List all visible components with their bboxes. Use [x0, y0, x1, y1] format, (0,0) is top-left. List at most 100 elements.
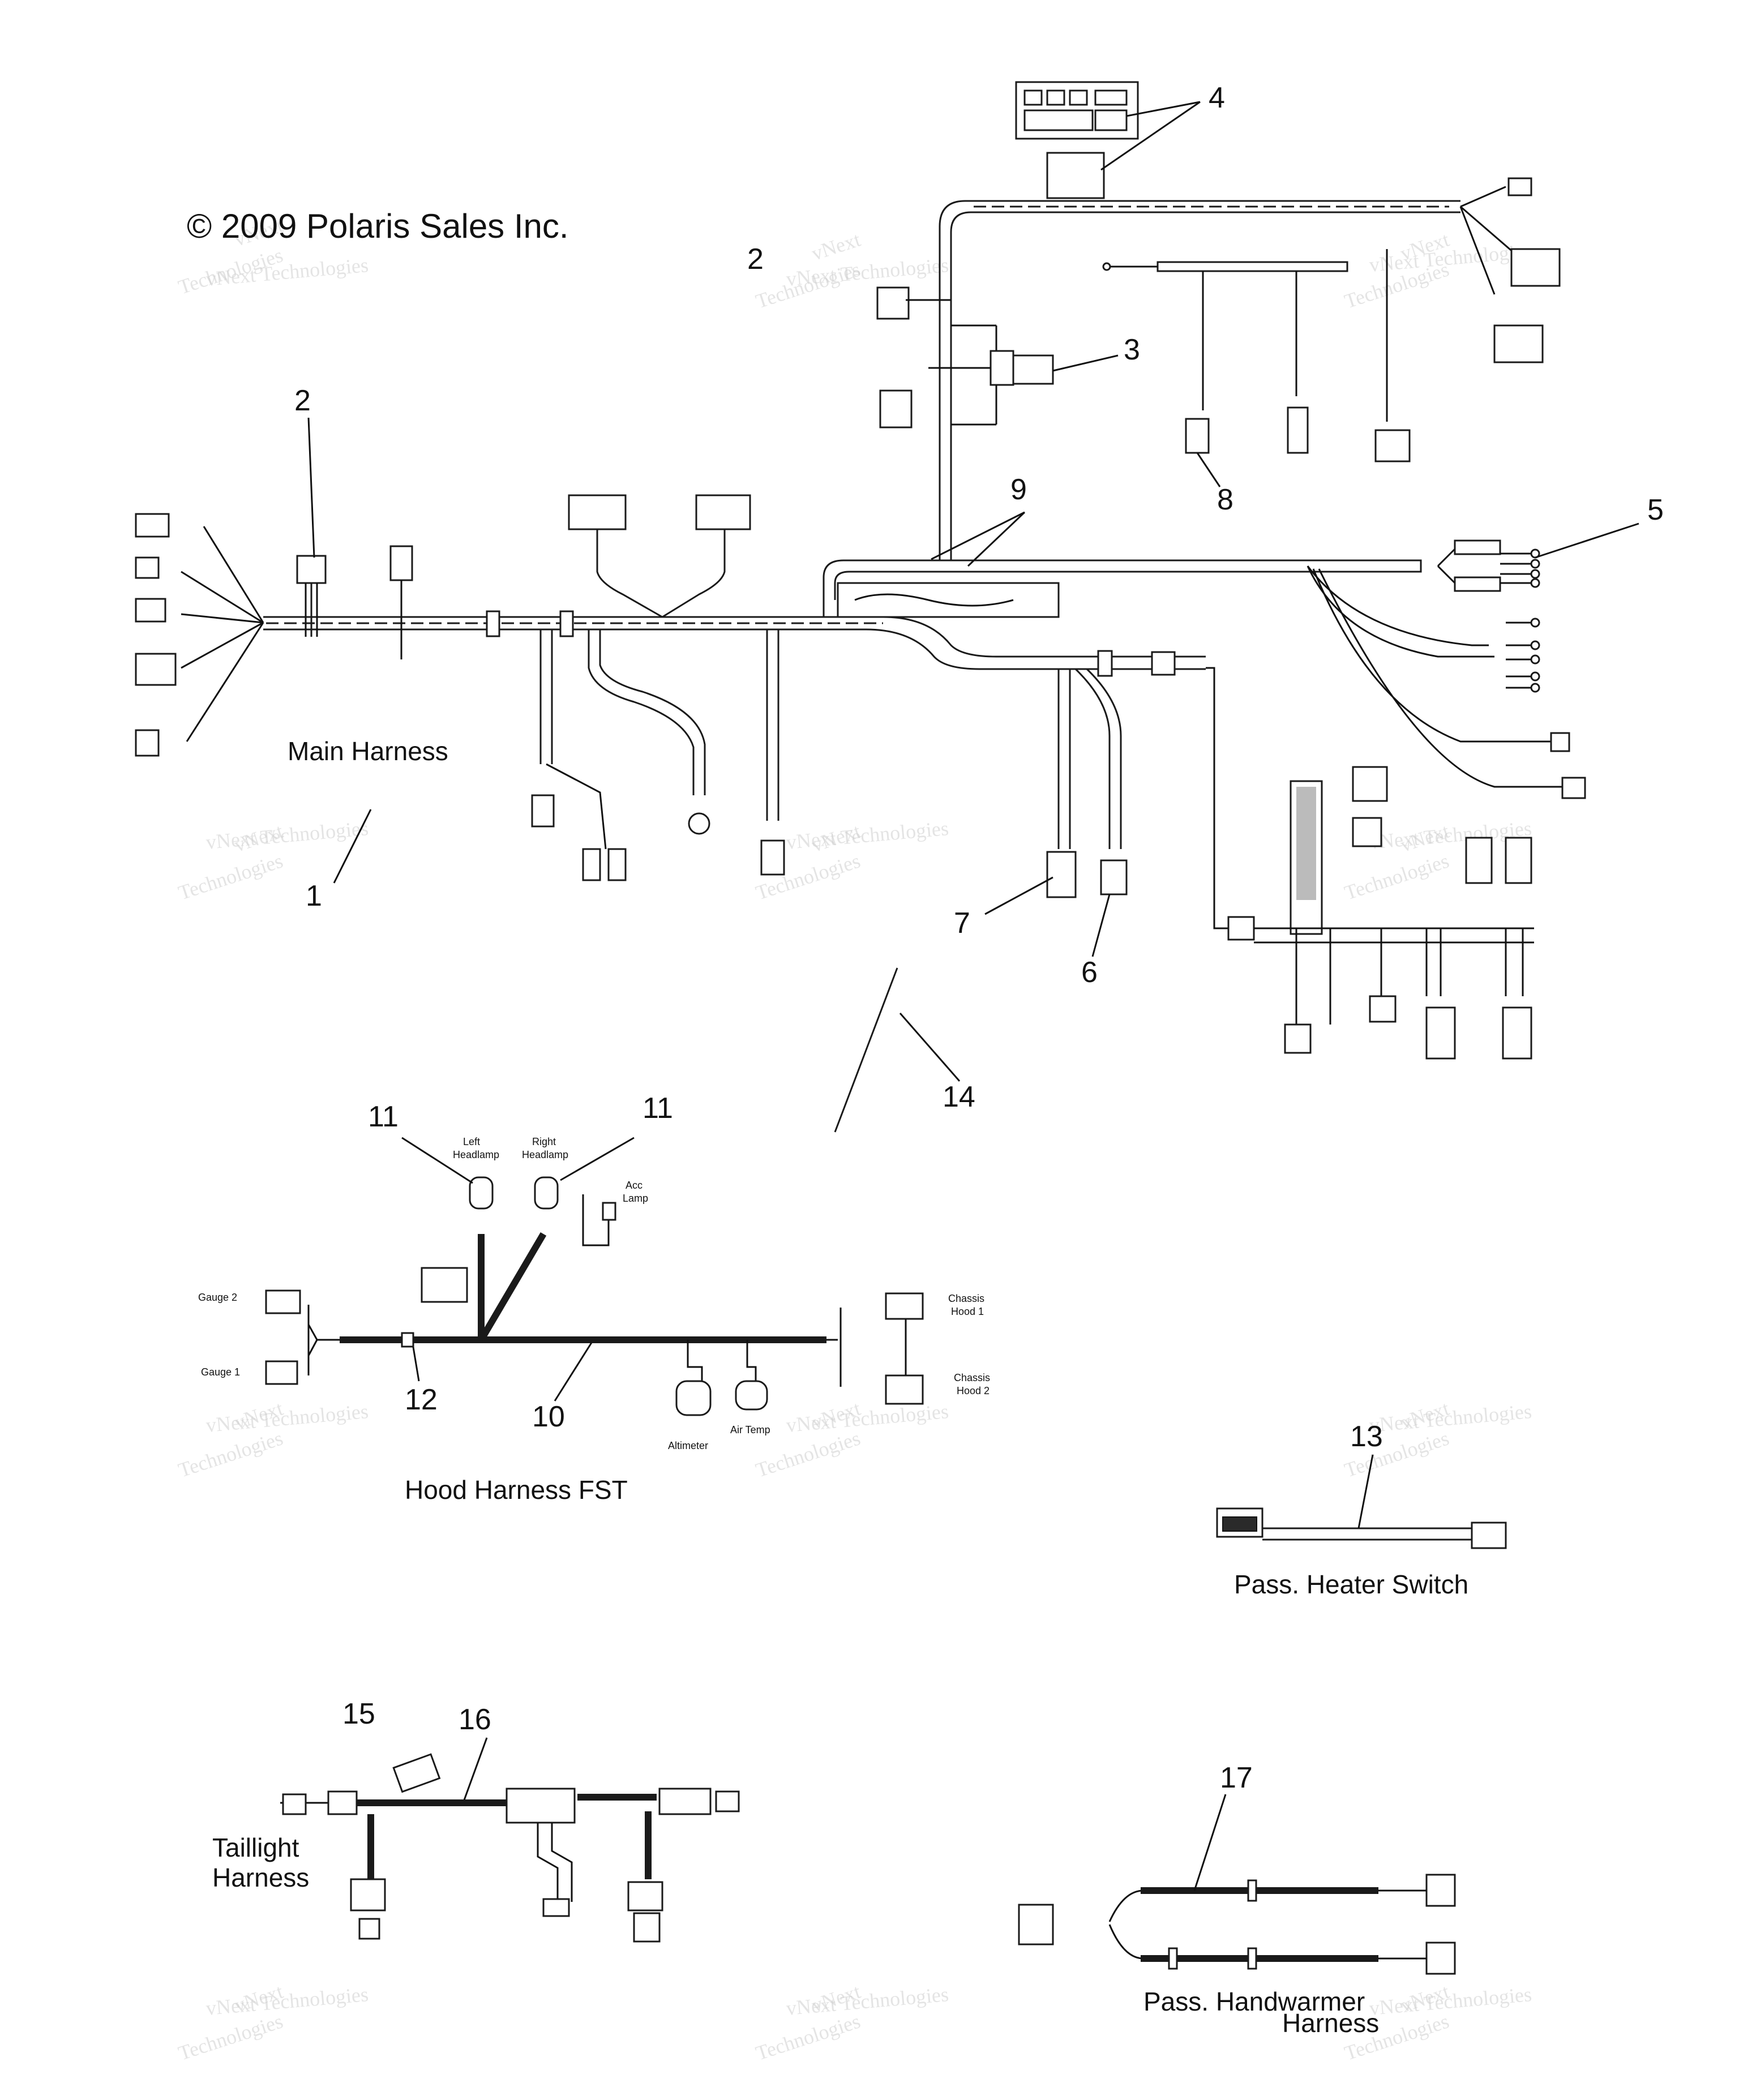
callout-number: 1	[306, 880, 322, 912]
hood-harness	[265, 1176, 924, 1416]
handwarmer-title: Pass. Handwarmer	[1143, 1987, 1365, 2016]
connector	[695, 494, 751, 530]
watermark: vNext Technologies	[785, 817, 949, 854]
connector	[358, 1918, 380, 1940]
connector	[1018, 1904, 1054, 1945]
handwarmer-title: Harness	[1282, 2008, 1379, 2038]
gauge-2-label: Gauge 2	[198, 1292, 237, 1303]
watermark: vNext Technologies	[785, 254, 949, 290]
handwarmer-connector	[1425, 1942, 1456, 1975]
watermark: vNext Technologies	[1368, 1400, 1532, 1437]
hood-harness-title: Hood Harness FST	[405, 1475, 628, 1505]
watermark: vNext Technologies	[785, 1983, 949, 2020]
callout-number: 8	[1217, 483, 1233, 516]
callout-number: 10	[532, 1400, 565, 1433]
callout-number: 7	[954, 907, 970, 940]
right-headlamp-label: Headlamp	[522, 1149, 568, 1160]
chassis-hood-2-label: Chassis	[954, 1372, 990, 1383]
acc-lamp-connector	[602, 1202, 616, 1221]
copyright-text: © 2009 Polaris Sales Inc.	[187, 207, 569, 245]
heater-switch-harness	[1216, 1507, 1507, 1549]
watermark: vNext Technologies	[205, 817, 369, 854]
connector	[1561, 777, 1586, 799]
taillight-title: Taillight	[212, 1833, 299, 1862]
acc-lamp-label: Lamp	[623, 1193, 648, 1204]
gauge-connector	[265, 1289, 301, 1314]
connector	[135, 653, 177, 686]
chassis-hood-1-connector	[885, 1292, 924, 1320]
altimeter-label: Altimeter	[668, 1440, 708, 1451]
right-headlamp-label: Right	[532, 1136, 556, 1147]
strap-14	[834, 967, 898, 1133]
altimeter-connector	[675, 1380, 712, 1416]
connector	[135, 513, 170, 538]
callout-number: 2	[747, 243, 764, 276]
callout-number: 3	[1124, 333, 1140, 366]
ring-terminals	[1500, 548, 1540, 588]
connector	[350, 1878, 386, 1912]
chassis-hood-1-label: Hood 1	[951, 1306, 984, 1317]
relay-panel	[1206, 667, 1534, 1060]
chassis-hood-2-label: Hood 2	[957, 1385, 990, 1396]
chassis-hood-1-label: Chassis	[948, 1293, 984, 1304]
relay	[421, 1267, 468, 1303]
connector	[1100, 859, 1128, 895]
taillight-title: Harness	[212, 1863, 309, 1892]
ring-terminals	[1506, 618, 1540, 693]
connector	[633, 1912, 661, 1943]
right-headlamp-connector	[534, 1176, 559, 1210]
watermark: Technologies	[175, 1426, 285, 1481]
bracket-15	[392, 1753, 441, 1793]
callout-number: 16	[459, 1703, 491, 1736]
callout-number: 5	[1647, 494, 1664, 526]
main-harness	[135, 81, 1586, 1060]
connector	[715, 1790, 740, 1812]
connector	[531, 794, 555, 828]
connector	[1510, 248, 1561, 287]
component-3	[1012, 354, 1054, 385]
ground-terminal	[688, 812, 710, 835]
relay	[876, 286, 910, 320]
callout-number: 2	[294, 384, 311, 417]
connector	[568, 494, 627, 530]
handwarmer-harness	[1018, 1874, 1456, 1975]
watermark: Technologies	[175, 849, 285, 904]
connector	[542, 1898, 570, 1917]
watermark: Technologies	[1342, 849, 1451, 904]
connector	[1550, 732, 1570, 752]
callout-number: 14	[943, 1081, 975, 1113]
air-temp-label: Air Temp	[730, 1424, 770, 1435]
callout-number: 11	[368, 1100, 399, 1133]
callout-number: 15	[342, 1698, 375, 1730]
gauge-connector	[265, 1360, 298, 1385]
connector	[1471, 1522, 1507, 1549]
watermark: vNext Technologies	[205, 1983, 369, 2020]
watermark: vNext Technologies	[1368, 239, 1532, 276]
watermark: vNext Technologies	[205, 1400, 369, 1437]
connector	[582, 848, 601, 881]
watermark-group: Technologies vNext Technologies vNext Te…	[175, 214, 1532, 2065]
connector	[1046, 851, 1077, 898]
module-4-cells	[1023, 89, 1128, 131]
connector	[282, 1793, 307, 1815]
relay	[296, 555, 327, 584]
left-headlamp-connector	[469, 1176, 494, 1210]
watermark: Technologies	[753, 2009, 863, 2064]
watermark: Technologies	[175, 2009, 285, 2064]
chassis-hood-2-connector	[885, 1374, 924, 1405]
connector	[879, 389, 913, 428]
left-headlamp-label: Left	[463, 1136, 480, 1147]
handwarmer-connector	[1425, 1874, 1456, 1907]
connector	[135, 556, 160, 579]
callout-number: 13	[1350, 1420, 1383, 1453]
connector	[1374, 429, 1411, 462]
air-temp-connector	[735, 1380, 768, 1411]
acc-lamp-label: Acc	[626, 1180, 643, 1191]
callout-leaders	[307, 101, 1639, 1891]
taillight-harness	[280, 1753, 740, 1943]
connector	[1493, 324, 1544, 363]
watermark: vNext Technologies	[785, 1400, 949, 1437]
callout-number: 17	[1220, 1762, 1253, 1794]
module-4	[1046, 152, 1105, 199]
